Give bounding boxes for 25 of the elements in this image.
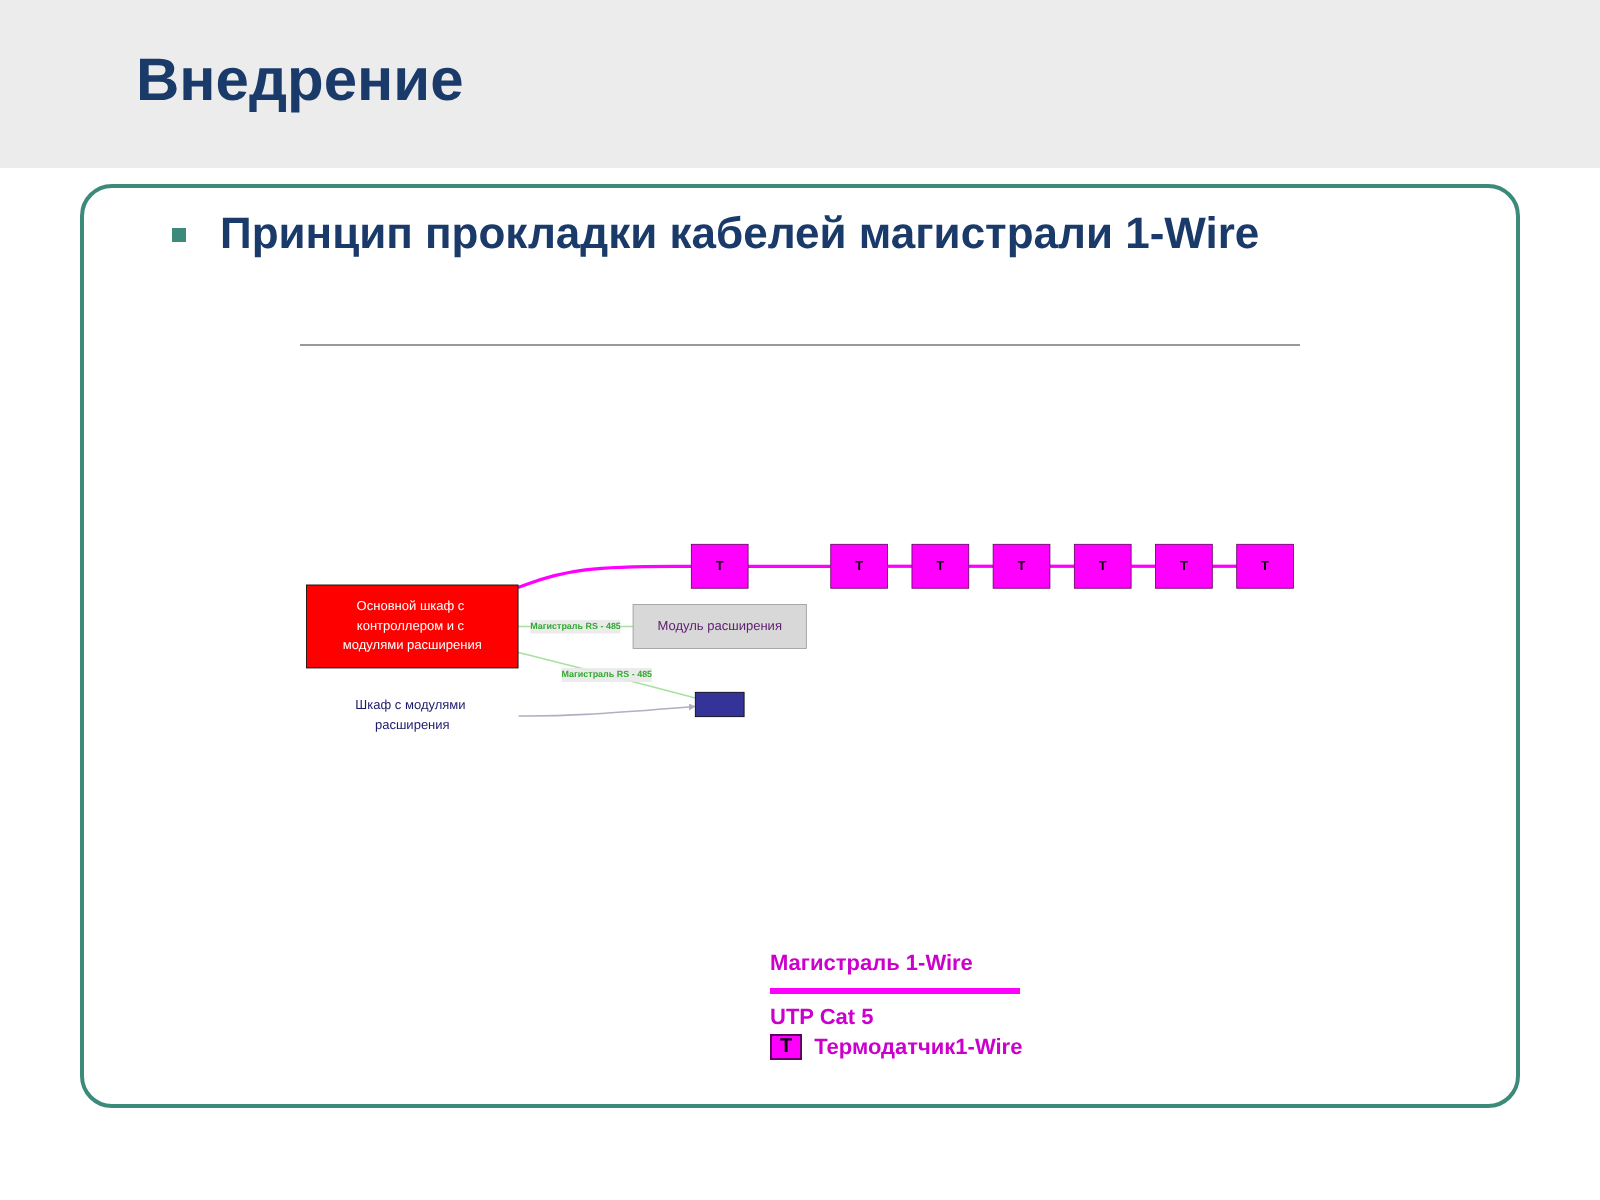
- node-box: [1155, 543, 1213, 589]
- node-box: [690, 543, 749, 589]
- legend-text: Термодатчик1-Wire: [814, 1035, 1023, 1059]
- cable-type-text: UTP Cat 5: [770, 1006, 874, 1030]
- legend-text: Магистраль 1-Wire: [770, 952, 973, 976]
- bullet-text: Принцип прокладки кабелей магистрали 1-Wire: [220, 208, 1262, 260]
- node-box: [632, 604, 807, 649]
- connector: [968, 564, 994, 568]
- connector: [887, 564, 912, 568]
- node-box: [1236, 543, 1294, 589]
- connector: [517, 564, 692, 589]
- node-box: [830, 543, 888, 589]
- node-box: [694, 691, 745, 718]
- arrow: [517, 703, 696, 717]
- legend-swatch: Т: [770, 1034, 803, 1060]
- connector: [1049, 564, 1075, 568]
- node-box: [911, 543, 970, 589]
- node-box: [992, 543, 1051, 589]
- connector: [517, 651, 697, 699]
- connector: [1212, 564, 1237, 568]
- slide-title: Внедрение: [136, 48, 464, 116]
- connector: [748, 564, 831, 568]
- node-box: [1073, 543, 1132, 589]
- node-box: [306, 584, 519, 669]
- connector: [1131, 564, 1156, 568]
